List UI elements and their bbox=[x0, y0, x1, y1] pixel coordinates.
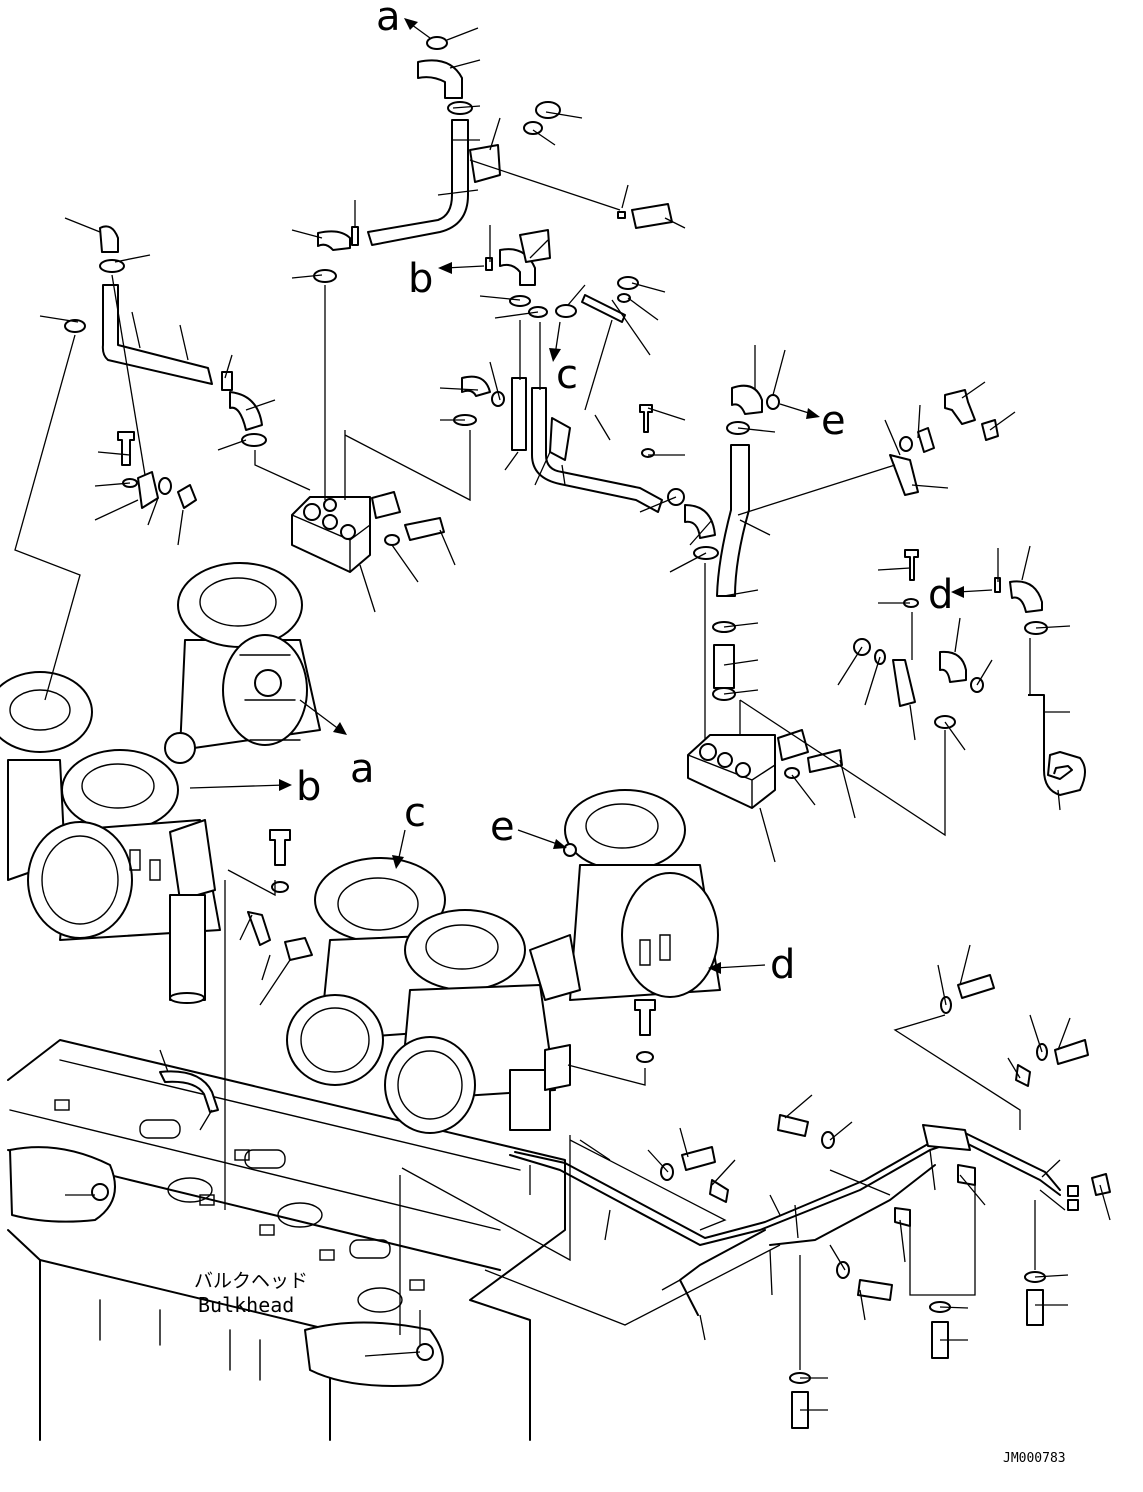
reference-arrows bbox=[189, 18, 993, 974]
air-cleaner-center-lower bbox=[286, 857, 571, 1134]
pipe-group-right bbox=[687, 384, 1086, 809]
ref-label-c-cleaner: c bbox=[404, 790, 426, 836]
bulkhead-label-en: Bulkhead bbox=[198, 1293, 294, 1317]
leader-lines bbox=[14, 159, 1036, 1370]
pipe-group-center bbox=[453, 229, 719, 560]
bulkhead-panel bbox=[7, 1039, 566, 1441]
air-cleaner-center-right bbox=[529, 789, 721, 1001]
wire-harness bbox=[159, 829, 1111, 1429]
ref-label-e-top: e bbox=[821, 398, 846, 444]
pipe-group-left bbox=[64, 225, 445, 573]
ref-label-d-top: d bbox=[928, 572, 953, 618]
ref-label-b-cleaner: b bbox=[296, 764, 321, 810]
drawing-code: JM000783 bbox=[1003, 1451, 1066, 1466]
ref-label-a-cleaner: a bbox=[350, 746, 375, 792]
air-cleaner-left-upper bbox=[0, 562, 321, 1004]
ref-label-d-cleaner: d bbox=[770, 942, 795, 988]
callout-leaders bbox=[39, 27, 1111, 1411]
ref-label-a-top: a bbox=[376, 0, 401, 40]
bulkhead-label-jp: バルクヘッド bbox=[194, 1270, 308, 1292]
ref-label-c-top: c bbox=[556, 352, 578, 398]
pipe-group-top bbox=[367, 36, 673, 246]
ref-label-e-cleaner: e bbox=[490, 804, 515, 850]
ref-label-b-top: b bbox=[408, 256, 433, 302]
